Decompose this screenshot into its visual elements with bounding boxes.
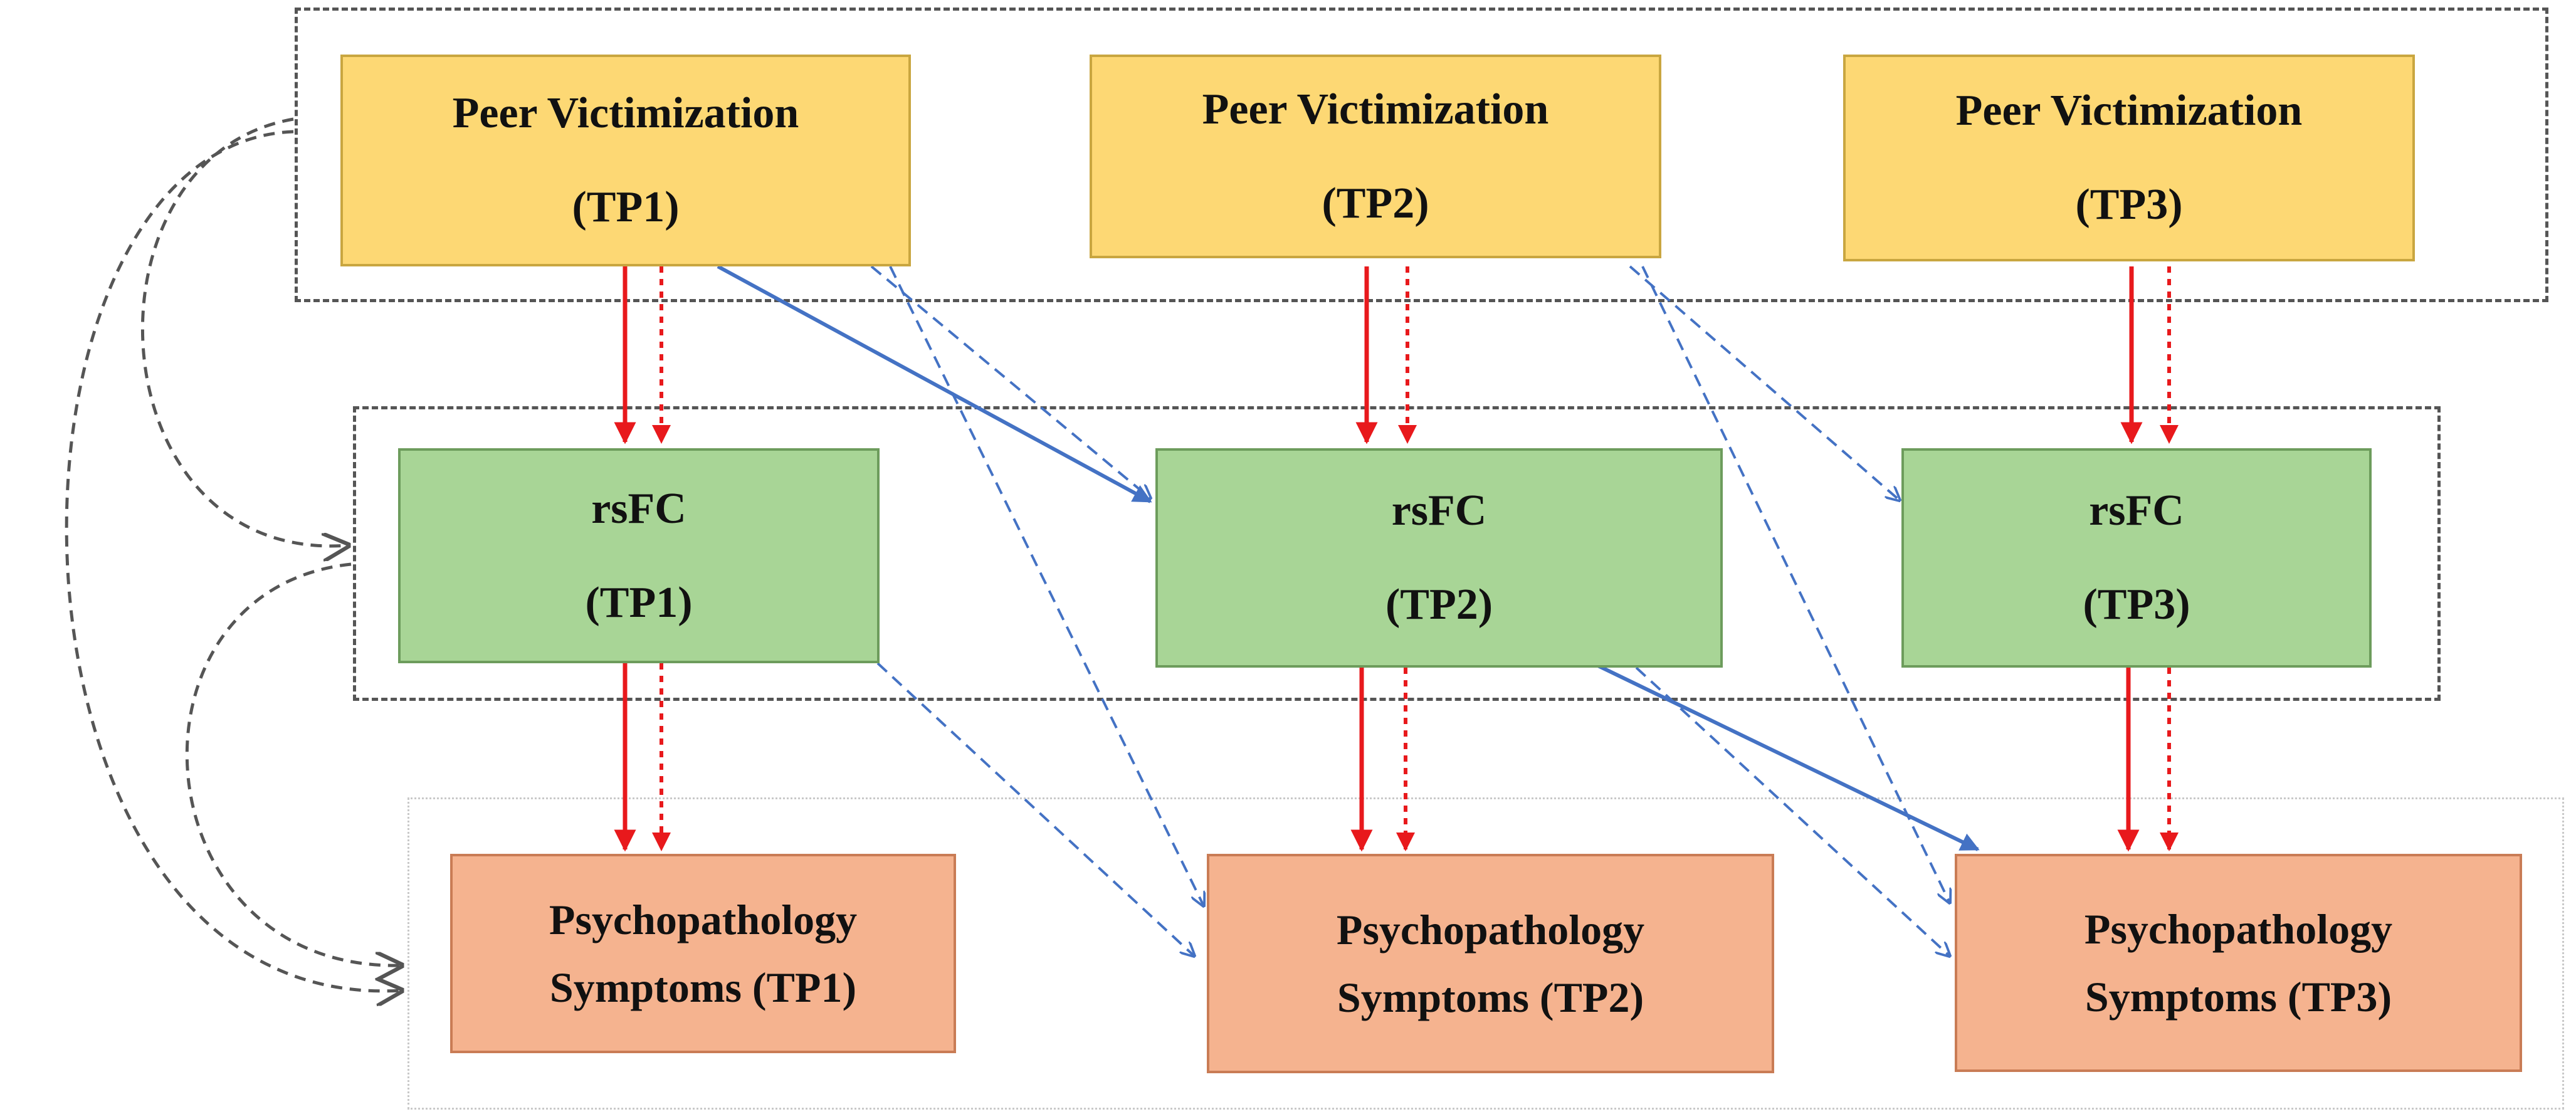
edge-rsgroup-ps1 [185,562,401,965]
node-label-line2: (TP2) [1322,179,1429,228]
peer-victimization-group [295,8,2548,302]
node-label-line1: Psychopathology [1336,906,1645,954]
node-label-line1: Peer Victimization [1955,87,2303,135]
edge-pv1-ps2-dashed [889,266,1204,906]
node-label-line2: Symptoms (TP1) [549,964,857,1011]
node-label-line1: Peer Victimization [1202,85,1549,134]
node-label-line1: rsFC [2089,486,2184,535]
edge-pv1-rs2-dashed [870,265,1150,498]
edge-pv2-ps3-dashed [1641,266,1950,903]
node-label-line1: Psychopathology [2084,905,2393,953]
node-rsfc-tp2: rsFC (TP2) [1155,448,1723,668]
edge-rs2-ps3-dashed [1635,666,1950,956]
edge-pv1-rs2-solid [717,265,1152,503]
node-psychopathology-tp2: Psychopathology Symptoms (TP2) [1207,854,1774,1073]
edge-rs1-ps2-dashed [876,662,1194,956]
node-rsfc-tp1: rsFC (TP1) [398,448,880,663]
node-psychopathology-tp3: Psychopathology Symptoms (TP3) [1955,854,2522,1072]
edge-rs2-ps3-solid [1594,663,1980,851]
edge-pvgroup-ps1 [65,130,401,991]
node-peer-victimization-tp1: Peer Victimization (TP1) [340,55,911,266]
node-peer-victimization-tp3: Peer Victimization (TP3) [1843,55,2415,261]
node-label-line2: Symptoms (TP3) [2084,973,2392,1021]
rsfc-group [353,406,2441,701]
node-label-line1: Psychopathology [549,896,858,943]
node-label-line1: rsFC [591,484,686,533]
psychopathology-group [407,797,2564,1110]
node-label-line2: (TP1) [585,578,693,627]
node-label-line2: Symptoms (TP2) [1337,974,1644,1021]
node-label-line1: rsFC [1391,486,1487,535]
node-peer-victimization-tp2: Peer Victimization (TP2) [1090,55,1661,258]
node-label-line2: (TP1) [572,183,680,231]
node-label-line2: (TP3) [2083,581,2190,629]
node-rsfc-tp3: rsFC (TP3) [1901,448,2372,668]
node-label-line1: Peer Victimization [452,89,799,137]
node-psychopathology-tp1: Psychopathology Symptoms (TP1) [450,854,956,1053]
edge-pvgroup-rs1 [141,117,348,546]
node-label-line2: (TP3) [2075,181,2183,229]
node-label-line2: (TP2) [1385,581,1493,629]
